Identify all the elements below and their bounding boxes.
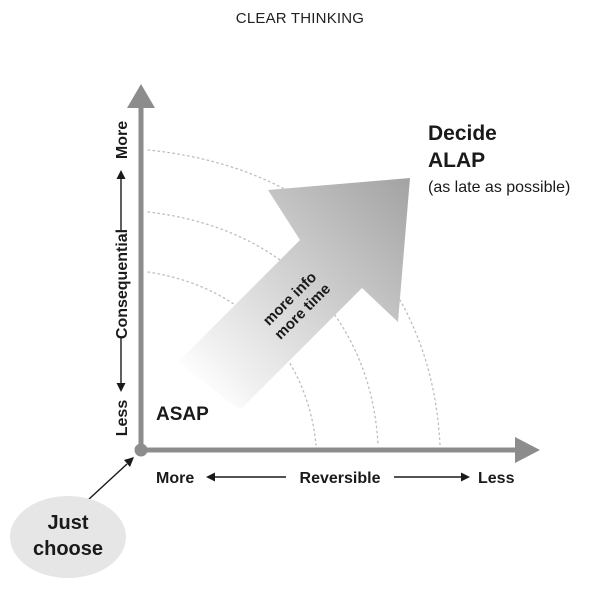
bubble-line-choose: choose [33,538,103,560]
origin-dot [134,443,148,457]
x-axis-more-label: More [156,470,194,487]
x-axis-less-label: Less [478,470,515,487]
x-axis-more-arrowhead [206,472,215,482]
decide-label: Decide [428,122,497,145]
alap-label: ALAP [428,149,485,172]
y-axis-labels: More Consequential Less [114,121,131,436]
dotted-arc-inner [147,271,317,446]
more-info-time-arrow [178,178,410,410]
pointer-line [87,463,128,501]
x-axis-title: Reversible [300,470,381,487]
y-axis-more-arrowhead [116,170,126,179]
just-choose-bubble: Just choose [10,457,134,578]
pointer-arrowhead [124,457,134,467]
decide-alap-block: Decide ALAP (as late as possible) [428,122,570,196]
y-axis-less-arrowhead [116,383,126,392]
x-axis-less-arrowhead [461,472,470,482]
axes [127,84,540,463]
alap-note: (as late as possible) [428,179,570,196]
y-axis-less-label: Less [114,400,131,437]
asap-label: ASAP [156,404,209,425]
y-axis-arrowhead [127,84,155,108]
y-axis-more-label: More [114,121,131,159]
x-axis-labels: More Reversible Less [156,470,515,487]
page-title: CLEAR THINKING [236,10,364,27]
x-axis-arrowhead [515,437,540,463]
y-axis-title: Consequential [114,229,131,339]
bubble-line-just: Just [47,512,88,534]
bubble-shape [10,496,126,578]
